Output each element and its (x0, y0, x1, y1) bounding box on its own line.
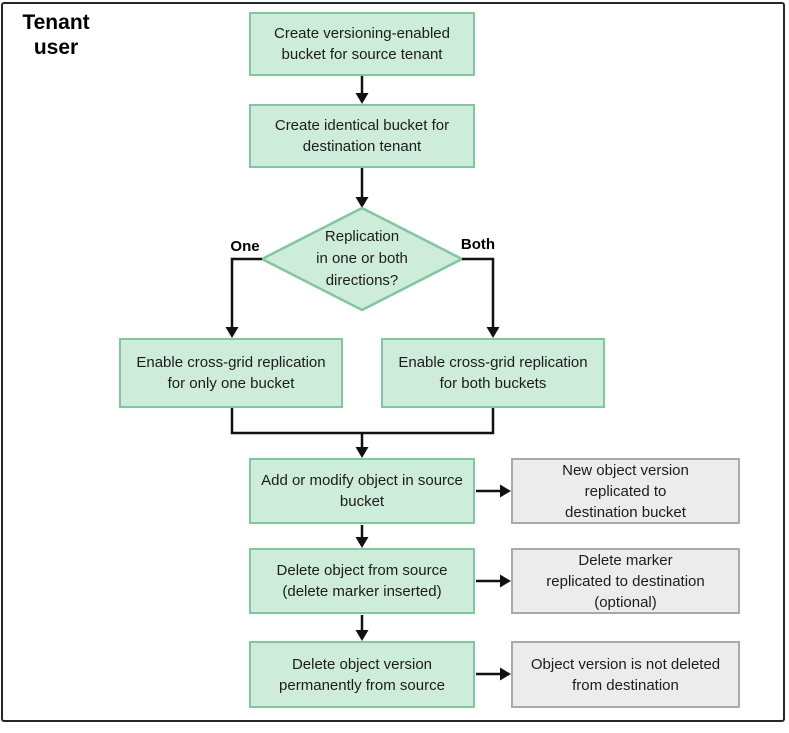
process-add-modify-object: Add or modify object in source bucket (249, 458, 475, 524)
arrow-down-icon (355, 168, 369, 208)
node-label: Delete object from source (delete marker… (276, 562, 448, 600)
node-label: Add or modify object in source bucket (261, 472, 463, 510)
node-label: Enable cross-grid replication for both b… (398, 354, 588, 392)
arrow-right-icon (476, 484, 511, 498)
decision-diamond-shape (259, 206, 465, 312)
arrow-down-icon (355, 76, 369, 104)
branch-one-connector (225, 257, 262, 338)
process-enable-both-buckets: Enable cross-grid replication for both b… (381, 338, 605, 408)
node-label: Enable cross-grid replication for only o… (136, 354, 326, 392)
branch-label-both: Both (460, 236, 496, 253)
node-label: New object version replicated to destina… (562, 461, 689, 521)
decision-replication-directions: Replication in one or both directions? (316, 228, 408, 289)
arrow-right-icon (476, 574, 511, 588)
node-label: Delete marker replicated to destination … (546, 551, 705, 611)
node-label: Object version is not deleted from desti… (530, 655, 721, 694)
node-label: Delete object version permanently from s… (279, 655, 445, 694)
arrow-right-icon (476, 667, 511, 681)
process-delete-object-version: Delete object version permanently from s… (249, 641, 475, 708)
process-create-destination-bucket: Create identical bucket for destination … (249, 104, 475, 168)
node-label: Create identical bucket for destination … (274, 117, 450, 155)
merge-connector (230, 408, 495, 458)
node-label: Create versioning-enabled bucket for sou… (274, 25, 450, 63)
result-new-object-version: New object version replicated to destina… (511, 458, 740, 524)
branch-both-connector (462, 257, 500, 338)
branch-label-one: One (230, 238, 260, 255)
arrow-down-icon (355, 615, 369, 641)
process-delete-object: Delete object from source (delete marker… (249, 548, 475, 614)
actor-label: Tenant user (22, 11, 90, 59)
result-version-not-deleted: Object version is not deleted from desti… (511, 641, 740, 708)
result-delete-marker: Delete marker replicated to destination … (511, 548, 740, 614)
process-create-source-bucket: Create versioning-enabled bucket for sou… (249, 12, 475, 76)
arrow-down-icon (355, 525, 369, 548)
process-enable-one-bucket: Enable cross-grid replication for only o… (119, 338, 343, 408)
